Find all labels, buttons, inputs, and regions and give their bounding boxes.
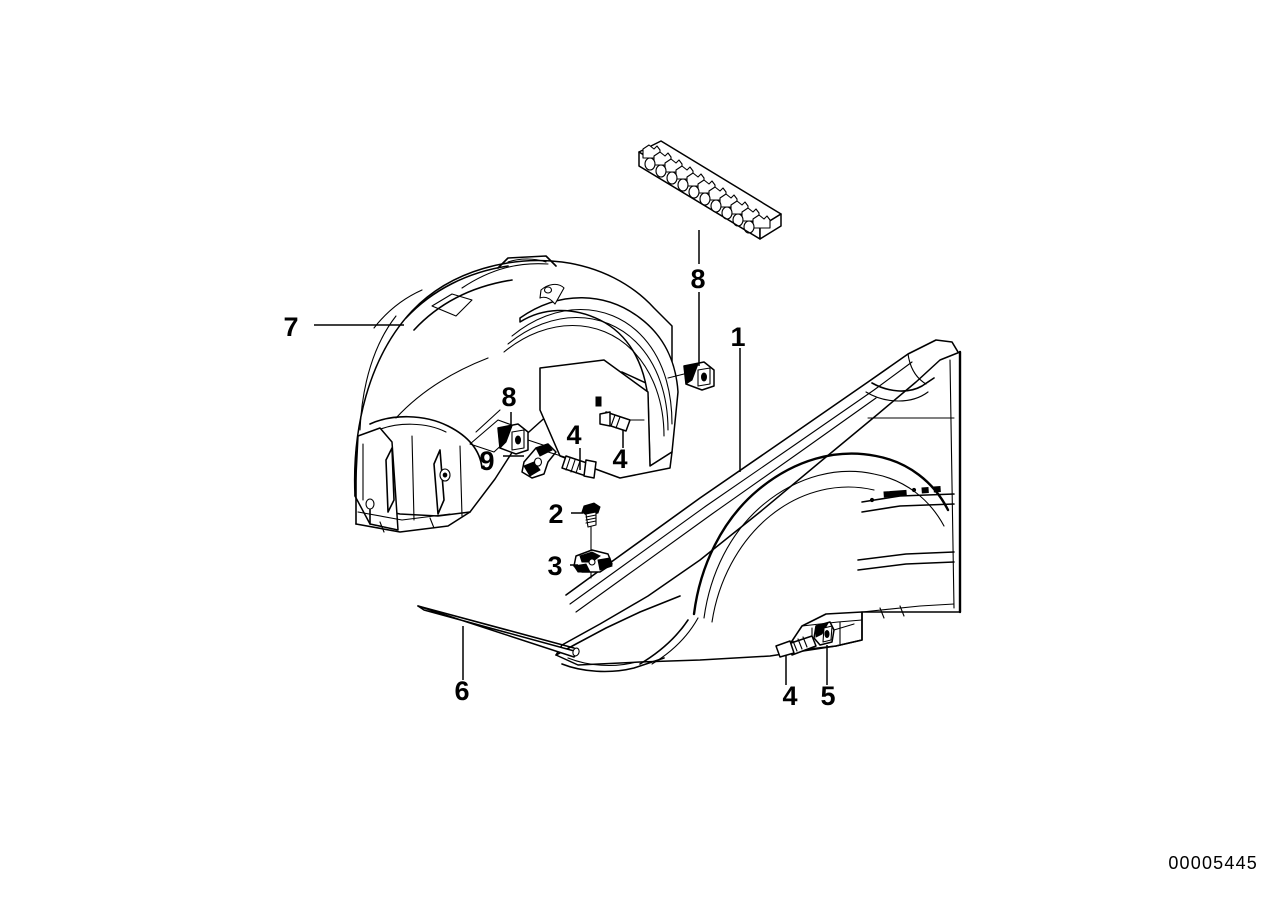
callout-label-4b: 4 [612,444,627,474]
part-retaining-bracket [521,443,569,479]
part-spring-nut-clip [573,549,613,573]
callout-label-8a: 8 [690,264,705,294]
part-clip-nut [813,621,855,646]
leader-lines [314,230,828,685]
part-trim-strip [417,605,580,658]
part-hex-bolt [581,502,601,579]
callout-label-9: 9 [479,446,494,476]
diagram-part-number: 00005445 [1168,853,1258,873]
part-screw-4a [561,455,597,479]
callout-label-6: 6 [454,676,469,706]
part-clip-strip [638,140,782,240]
callout-label-4c: 4 [782,681,797,711]
part-expanding-clip-right [667,361,715,391]
part-wheel-housing-liner [353,255,679,533]
part-screw-4b [599,411,645,432]
callout-label-7: 7 [283,312,298,342]
callout-label-1: 1 [730,322,745,352]
callout-label-3: 3 [547,551,562,581]
callout-label-4a: 4 [566,420,581,450]
part-expanding-clip-left [497,423,553,455]
callout-labels: 1 2 3 4 4 4 5 6 7 8 8 9 [283,264,835,711]
callout-label-5: 5 [820,681,835,711]
part-front-fender [555,339,962,673]
callout-label-2: 2 [548,499,563,529]
part-screw-4c [775,635,827,658]
callout-label-8b: 8 [501,382,516,412]
